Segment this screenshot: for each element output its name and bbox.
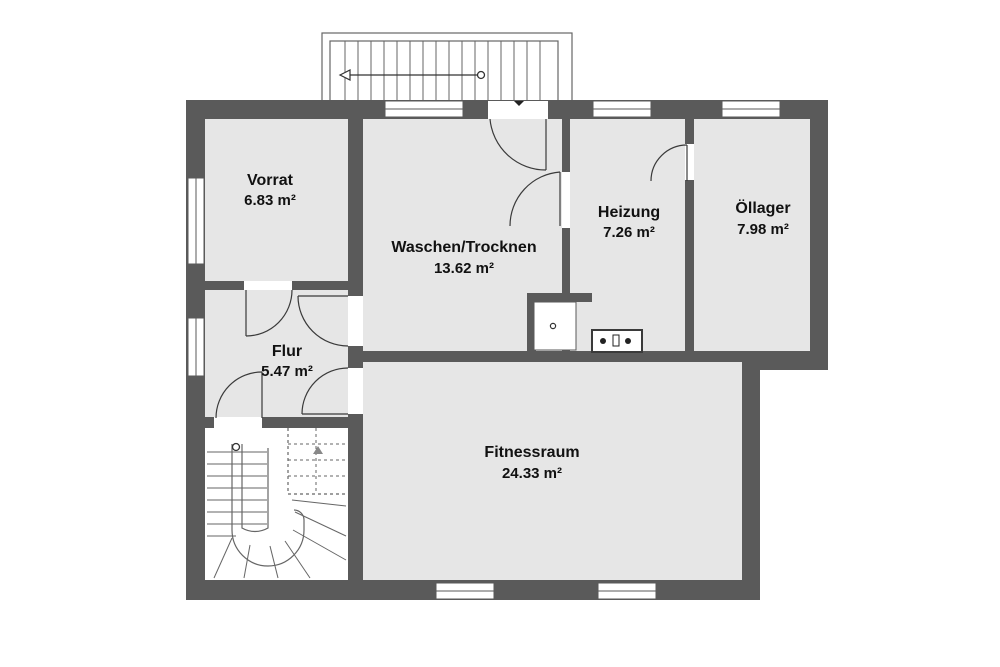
exterior-stair bbox=[321, 32, 573, 103]
room-name-fitness: Fitnessraum bbox=[484, 444, 579, 461]
room-name-vorrat: Vorrat bbox=[247, 172, 294, 189]
room-name-flur: Flur bbox=[272, 343, 302, 360]
windows bbox=[187, 100, 781, 600]
room-area-vorrat: 6.83 m² bbox=[244, 192, 296, 209]
room-area-fitness: 24.33 m² bbox=[502, 465, 562, 482]
heating-installations bbox=[527, 293, 643, 353]
room-labels: Vorrat 6.83 m² Waschen/Trocknen 13.62 m²… bbox=[244, 172, 790, 482]
stair-direction-icon bbox=[231, 442, 241, 452]
room-fitness bbox=[363, 362, 742, 580]
room-area-flur: 5.47 m² bbox=[261, 363, 313, 380]
interior-stair bbox=[207, 428, 347, 579]
room-area-heizung: 7.26 m² bbox=[603, 224, 655, 241]
room-floors bbox=[205, 119, 810, 580]
room-flur bbox=[205, 290, 348, 417]
room-name-heizung: Heizung bbox=[598, 204, 660, 221]
room-vorrat bbox=[205, 119, 348, 281]
room-area-waschen: 13.62 m² bbox=[434, 260, 494, 277]
room-name-waschen: Waschen/Trocknen bbox=[391, 239, 536, 256]
room-area-oellager: 7.98 m² bbox=[737, 221, 789, 238]
room-name-oellager: Öllager bbox=[735, 198, 790, 217]
doors bbox=[214, 101, 694, 428]
room-heizung bbox=[570, 119, 685, 351]
room-oellager bbox=[694, 119, 810, 351]
stair-arrow-icon bbox=[338, 69, 486, 81]
